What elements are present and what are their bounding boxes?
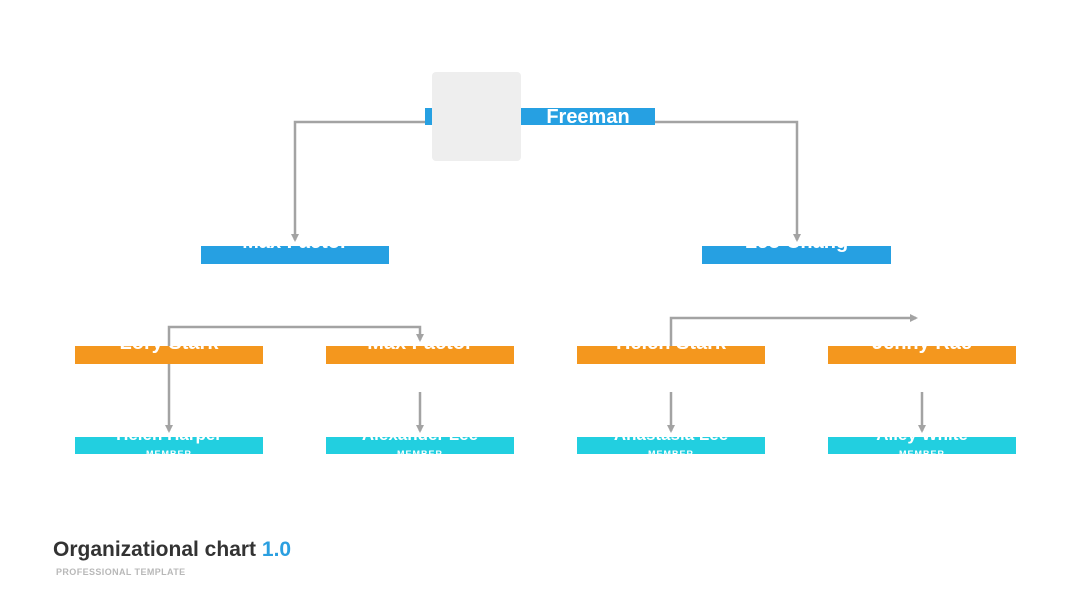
connector-root-to-right-manager (654, 120, 801, 242)
lead-name: Jenny Rae (828, 346, 1016, 355)
manager-node-left[interactable]: Max Factor (201, 246, 389, 264)
lead-name: Max Factor (326, 346, 514, 355)
manager-name: Max Factor (201, 246, 389, 254)
page-title: Organizational chart 1.0 (53, 538, 291, 562)
title-text: Organizational chart (53, 538, 257, 561)
lead-node-4[interactable]: Jenny Rae (828, 346, 1016, 364)
title-version: 1.0 (261, 538, 292, 561)
staff-name: Anastasia Lee (577, 437, 765, 445)
manager-name: Leo Chang (702, 246, 891, 254)
lead-node-2[interactable]: Max Factor (326, 346, 514, 364)
lead-node-1[interactable]: Lory Stark (75, 346, 263, 364)
staff-node-4[interactable]: Alley White MEMBER (828, 437, 1016, 454)
staff-node-1[interactable]: Helen Harper MEMBER (75, 437, 263, 454)
staff-node-2[interactable]: Alexander Lee MEMBER (326, 437, 514, 454)
photo-placeholder (432, 72, 521, 161)
manager-node-right[interactable]: Leo Chang (702, 246, 891, 264)
staff-node-3[interactable]: Anastasia Lee MEMBER (577, 437, 765, 454)
staff-name: Alley White (828, 437, 1016, 445)
staff-role: MEMBER (648, 449, 694, 454)
staff-role: MEMBER (146, 449, 192, 454)
connector-root-to-left-manager (291, 120, 427, 242)
lead-name: Lory Stark (75, 346, 263, 355)
lead-name: Helen Stark (577, 346, 765, 355)
connector-left-lead-bracket (167, 325, 424, 346)
staff-role: MEMBER (899, 449, 945, 454)
staff-name: Alexander Lee (326, 437, 514, 445)
page-subtitle: PROFESSIONAL TEMPLATE (56, 567, 186, 577)
staff-role: MEMBER (397, 449, 443, 454)
lead-node-3[interactable]: Helen Stark (577, 346, 765, 364)
staff-name: Helen Harper (75, 437, 263, 445)
connector-right-lead-bracket (669, 314, 918, 346)
root-name: Freeman (546, 108, 630, 125)
